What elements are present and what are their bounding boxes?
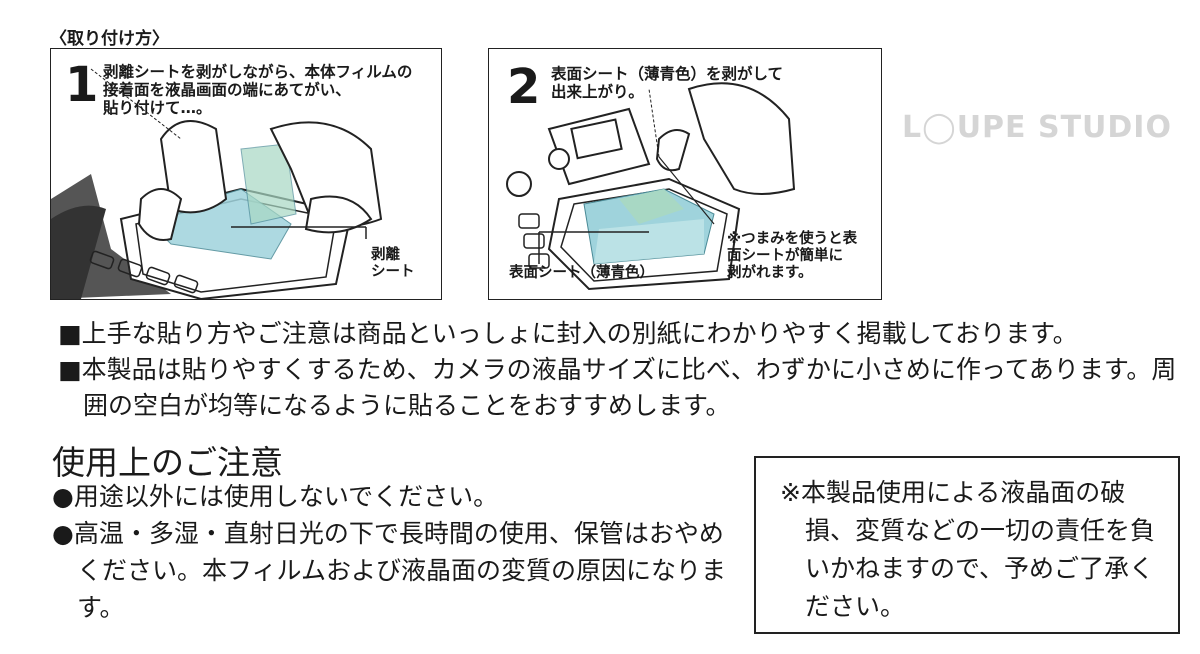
info-bullet-2: ■本製品は貼りやすくするため、カメラの液晶サイズに比べ、わずかに小さめに作ってあ… [58,355,1177,420]
step2-camera-drawing [506,82,796,291]
caution-item-2: ●高温・多湿・直射日光の下で長時間の使用、保管はおやめください。本フィルムおよび… [52,519,727,622]
info-bullet-1: ■上手な貼り方やご注意は商品といっしょに封入の別紙にわかりやすく掲載しております… [58,319,1078,348]
step2-text: 表面シート（薄青色）を剥がして 出来上がり。 [551,65,784,101]
step1-camera-drawing [51,68,383,299]
watermark-logo: L◯UPE STUDIO [902,110,1172,145]
disclaimer-text: ※本製品使用による液晶面の破損、変質などの一切の責任を負いかねますので、予めご了… [780,478,1156,621]
step2-note: ※つまみを使うと表 面シートが簡単に 剥がれます。 [727,231,858,281]
step1-number: 1 [65,57,99,113]
install-heading: 〈取り付け方〉 [50,29,169,49]
disclaimer-box: ※本製品使用による液晶面の破損、変質などの一切の責任を負いかねますので、予めご了… [754,456,1180,634]
caution-list: ●用途以外には使用しないでください。 ●高温・多湿・直射日光の下で長時間の使用、… [52,478,742,626]
step2-illustration: 2 表面シート（薄青色）を剥がして 出来上がり。 表面シート（薄青色） ※つまみ… [488,48,882,300]
step1-illustration: 1 剥離シートを剥がしながら、本体フィルムの 接着面を液晶画面の端にあてがい、 … [50,48,442,300]
step2-callout-surface-sheet: 表面シート（薄青色） [509,265,654,281]
step1-text: 剥離シートを剥がしながら、本体フィルムの 接着面を液晶画面の端にあてがい、 貼り… [103,63,413,117]
info-bullets: ■上手な貼り方やご注意は商品といっしょに封入の別紙にわかりやすく掲載しております… [58,316,1198,424]
caution-title: 使用上のご注意 [52,443,283,482]
step2-number: 2 [507,59,541,115]
caution-item-1: ●用途以外には使用しないでください。 [52,482,499,511]
step1-callout-release-sheet: 剥離 シート [371,247,415,280]
